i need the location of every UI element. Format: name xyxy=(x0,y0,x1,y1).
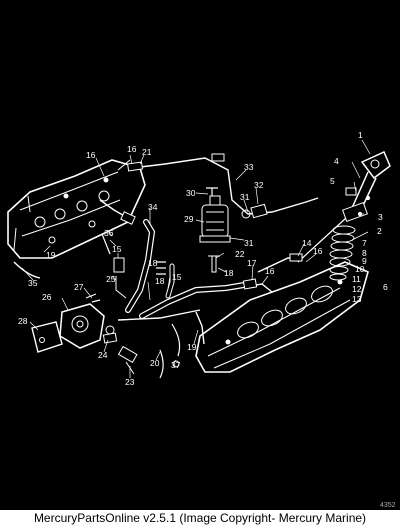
callout-30: 30 xyxy=(186,188,196,198)
reference-number: 4352 xyxy=(380,502,396,509)
callout-14: 14 xyxy=(302,238,312,248)
callout-21: 21 xyxy=(142,147,152,157)
fuel-pump-assembly xyxy=(31,293,115,353)
callout-10: 10 xyxy=(355,264,365,274)
callout-6: 6 xyxy=(383,282,388,292)
callout-23: 23 xyxy=(125,377,135,387)
upper-line-assembly xyxy=(99,153,319,225)
callout-25: 25 xyxy=(106,274,116,284)
callout-35: 35 xyxy=(28,278,38,288)
callout-22: 22 xyxy=(235,249,245,259)
hose-assembly xyxy=(125,219,253,319)
left-cylinder-head xyxy=(7,159,146,259)
callout-31a: 31 xyxy=(240,192,250,202)
callout-33: 33 xyxy=(244,162,254,172)
callout-29: 29 xyxy=(184,214,194,224)
callout-2: 2 xyxy=(377,226,382,236)
callout-12: 12 xyxy=(352,284,362,294)
callout-15a: 15 xyxy=(112,244,122,254)
callout-34: 34 xyxy=(148,202,158,212)
callout-19a: 19 xyxy=(46,250,56,260)
callout-18c: 18 xyxy=(224,268,234,278)
callout-27: 27 xyxy=(74,282,84,292)
callout-11: 11 xyxy=(352,274,361,284)
callout-18a: 18 xyxy=(148,258,158,268)
callout-20: 20 xyxy=(150,358,160,368)
exploded-parts-diagram: 1 2 3 4 5 6 7 8 9 10 11 12 13 14 15 15 1… xyxy=(7,130,396,509)
callout-19b: 19 xyxy=(187,342,197,352)
callout-17: 17 xyxy=(247,258,257,268)
callout-37: 37 xyxy=(171,360,181,370)
misc-fittings xyxy=(13,233,220,379)
callout-1: 1 xyxy=(358,130,363,140)
callout-13: 13 xyxy=(352,294,362,304)
copyright-footer: MercuryPartsOnline v2.5.1 (Image Copyrig… xyxy=(0,510,400,526)
callout-9: 9 xyxy=(362,256,367,266)
callout-18b: 18 xyxy=(155,276,165,286)
sending-unit-assembly xyxy=(199,187,268,243)
callout-8: 8 xyxy=(362,248,367,258)
callout-16d: 16 xyxy=(265,266,275,276)
callout-labels: 1 2 3 4 5 6 7 8 9 10 11 12 13 14 15 15 1… xyxy=(18,130,388,387)
callout-3: 3 xyxy=(378,212,383,222)
filler-neck-assembly xyxy=(297,151,391,281)
callout-4: 4 xyxy=(334,156,339,166)
leader-lines xyxy=(21,139,371,378)
callout-26: 26 xyxy=(42,292,52,302)
callout-31b: 31 xyxy=(244,238,254,248)
callout-36: 36 xyxy=(104,228,114,238)
callout-16a: 16 xyxy=(86,150,96,160)
callout-16b: 16 xyxy=(127,144,137,154)
callout-7: 7 xyxy=(362,238,367,248)
right-cylinder-head xyxy=(195,261,369,373)
callout-32: 32 xyxy=(254,180,264,190)
callout-24: 24 xyxy=(98,350,108,360)
callout-16c: 16 xyxy=(313,246,323,256)
callout-28: 28 xyxy=(18,316,28,326)
callout-15b: 15 xyxy=(172,272,182,282)
callout-5: 5 xyxy=(330,176,335,186)
